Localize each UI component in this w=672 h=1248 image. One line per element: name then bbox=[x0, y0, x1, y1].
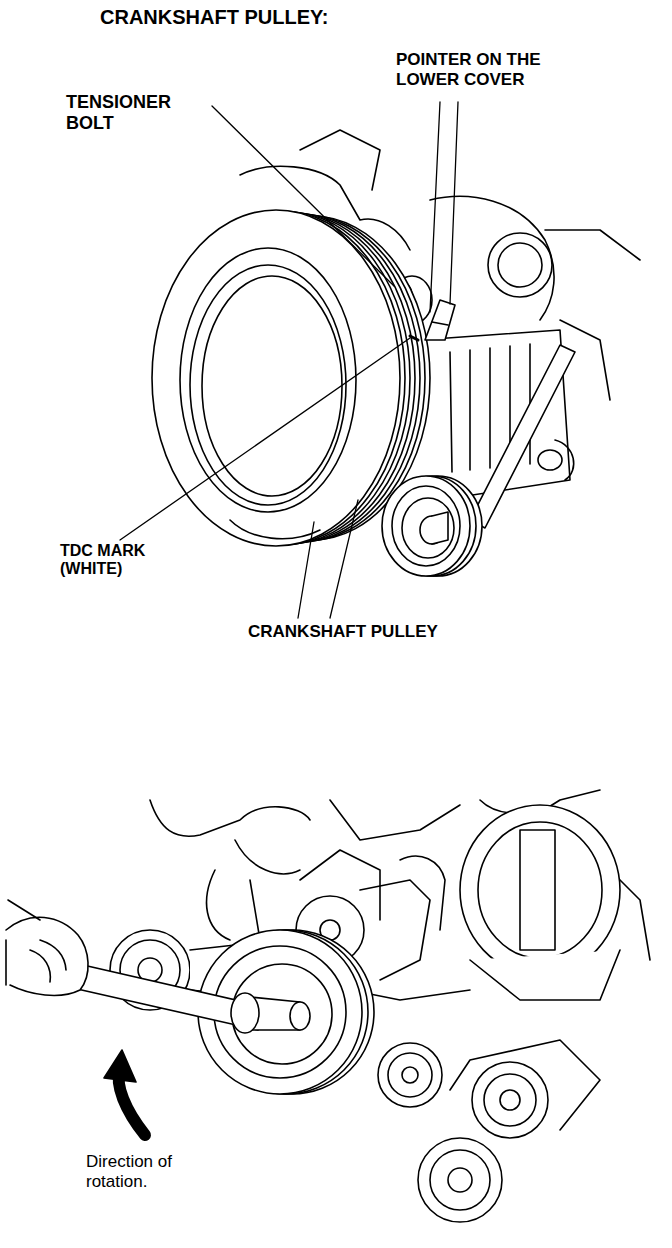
note-label: Direction of rotation. bbox=[86, 1152, 211, 1191]
part-label: TENSIONER BOLT bbox=[66, 92, 216, 133]
tensioner-rod bbox=[470, 345, 575, 528]
alternator bbox=[460, 805, 620, 1000]
part-label: TDC MARK (WHITE) bbox=[60, 542, 170, 579]
rotation-arrow bbox=[104, 1050, 145, 1135]
part-label: POINTER ON THE LOWER COVER bbox=[396, 50, 566, 89]
wrench bbox=[64, 962, 310, 1033]
timing-pointer bbox=[410, 300, 455, 340]
part-label: CRANKSHAFT PULLEY bbox=[248, 622, 508, 642]
idler-pulley bbox=[382, 476, 482, 576]
hand bbox=[6, 900, 88, 995]
small-pulleys bbox=[378, 1040, 600, 1222]
crankshaft-pulley bbox=[152, 210, 430, 546]
title: CRANKSHAFT PULLEY: bbox=[100, 6, 329, 29]
leader-lines bbox=[120, 102, 458, 618]
